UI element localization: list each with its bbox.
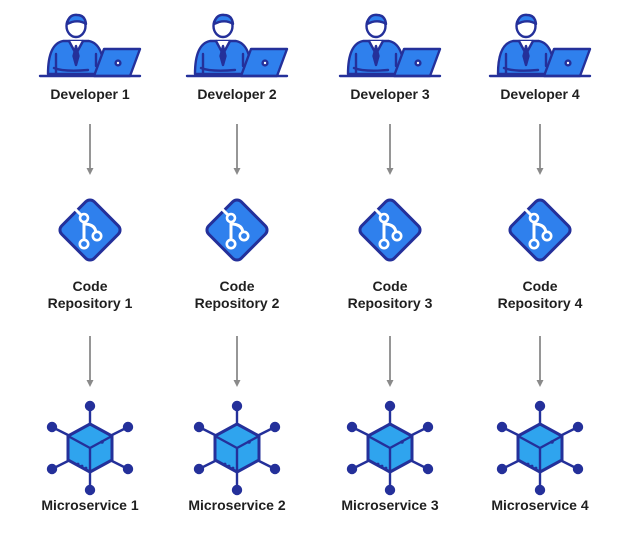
developer-label: Developer 4	[500, 86, 580, 102]
pipeline-column-3: Developer 3 Code Repository 3	[315, 0, 465, 533]
repository-label: Code Repository 1	[15, 278, 165, 312]
microservice-icon	[346, 400, 434, 496]
repository-label-line2: Repository 4	[497, 295, 583, 311]
git-branch-icon	[58, 198, 122, 262]
repository-label-line2: Repository 1	[47, 295, 133, 311]
git-branch-icon	[358, 198, 422, 262]
repository-label-line2: Repository 3	[347, 295, 433, 311]
microservice-label: Microservice 4	[491, 497, 589, 513]
repository-label-line1: Code	[72, 278, 108, 294]
git-branch-icon	[205, 198, 269, 262]
arrow-developer-to-repo	[233, 124, 241, 175]
arrow-repo-to-microservice	[233, 336, 241, 387]
repository-label: Code Repository 2	[162, 278, 312, 312]
arrow-developer-to-repo	[386, 124, 394, 175]
microservice-icon	[193, 400, 281, 496]
developer-label: Developer 3	[350, 86, 430, 102]
repository-label-line2: Repository 2	[194, 295, 280, 311]
arrow-repo-to-microservice	[536, 336, 544, 387]
arrow-repo-to-microservice	[386, 336, 394, 387]
microservice-icon	[46, 400, 134, 496]
arrow-developer-to-repo	[536, 124, 544, 175]
pipeline-column-1: Developer 1 Code Repository 1	[15, 0, 165, 533]
developer-label: Developer 2	[197, 86, 277, 102]
repository-label: Code Repository 3	[315, 278, 465, 312]
git-branch-icon	[508, 198, 572, 262]
developer-icon	[338, 13, 442, 78]
pipeline-column-2: Developer 2 Code Repository 2	[162, 0, 312, 533]
arrow-developer-to-repo	[86, 124, 94, 175]
repository-label-line1: Code	[522, 278, 558, 294]
developer-icon	[38, 13, 142, 78]
developer-icon	[185, 13, 289, 78]
microservice-label: Microservice 1	[41, 497, 139, 513]
repository-label: Code Repository 4	[465, 278, 615, 312]
arrow-repo-to-microservice	[86, 336, 94, 387]
microservice-label: Microservice 3	[341, 497, 439, 513]
repository-label-line1: Code	[219, 278, 255, 294]
developer-label: Developer 1	[50, 86, 130, 102]
microservice-icon	[496, 400, 584, 496]
microservice-label: Microservice 2	[188, 497, 286, 513]
repository-label-line1: Code	[372, 278, 408, 294]
pipeline-column-4: Developer 4 Code Repository 4	[465, 0, 615, 533]
developer-icon	[488, 13, 592, 78]
